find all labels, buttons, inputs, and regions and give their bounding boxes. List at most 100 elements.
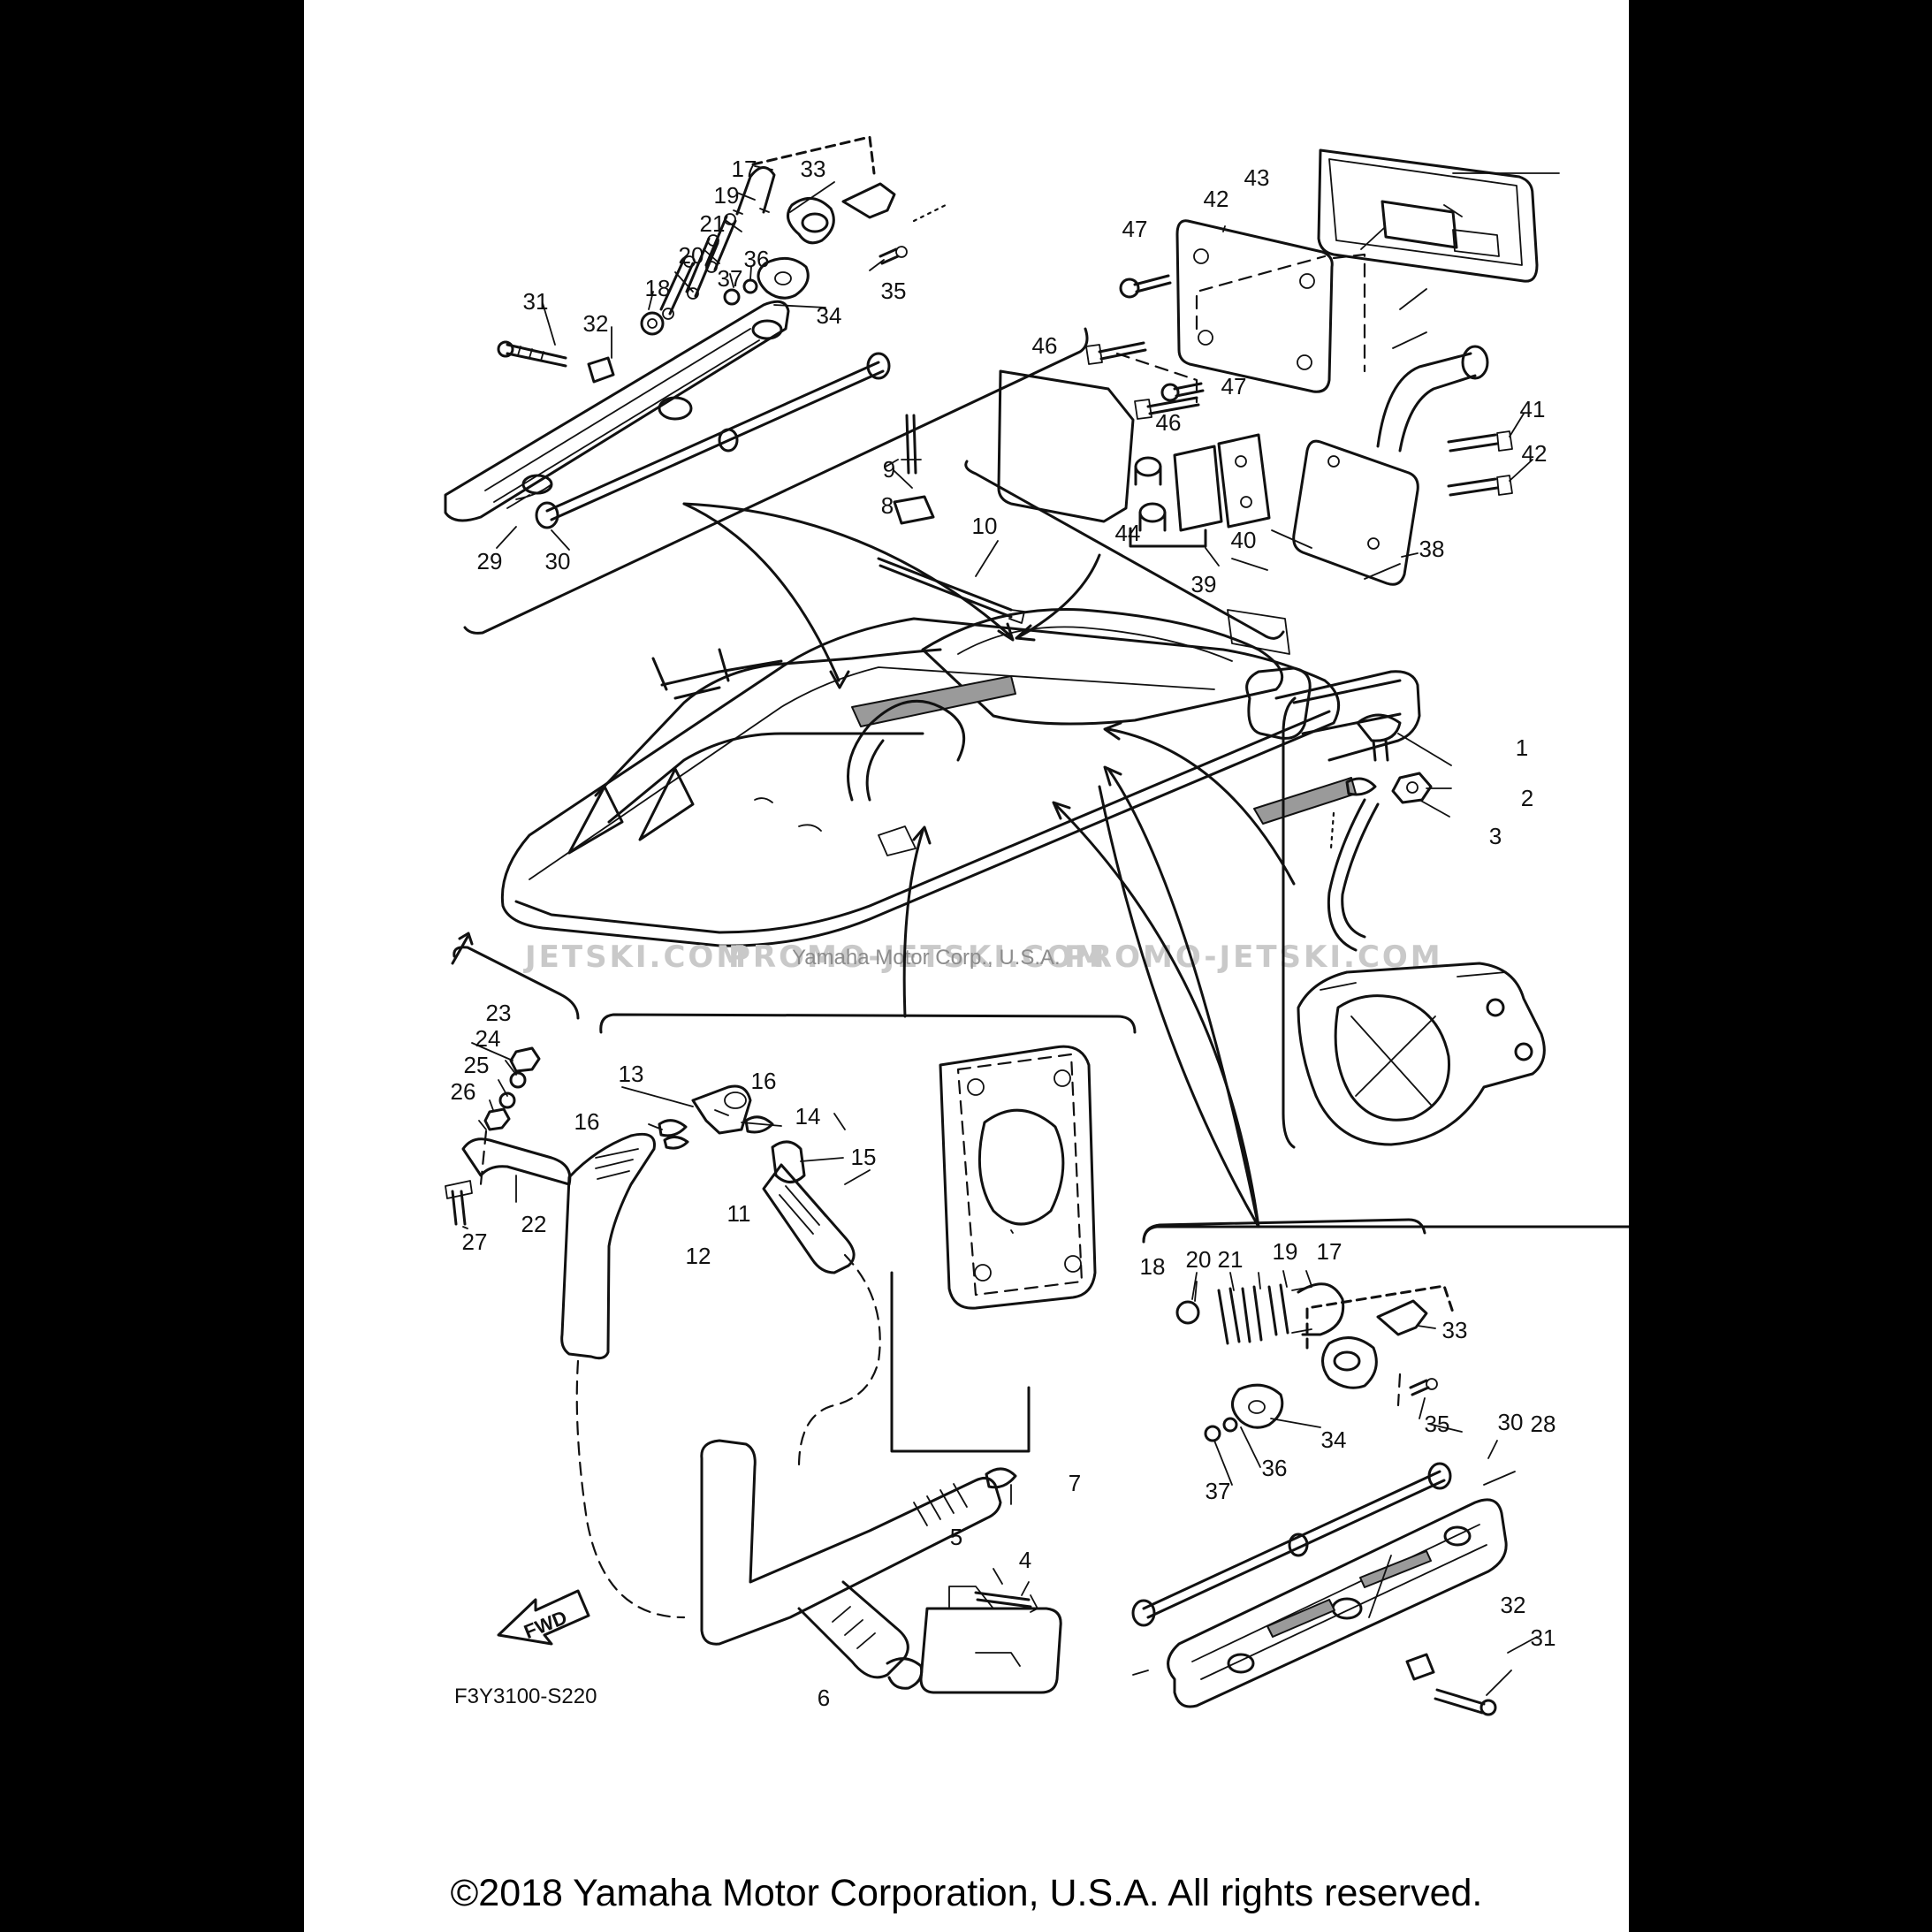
arrow-to-hull-b: [682, 502, 1013, 638]
nut-2: [1391, 772, 1433, 804]
callout-17-top: 17: [732, 156, 757, 182]
group-bracket-bottom-right: [1142, 1225, 1629, 1244]
nut-37-left: [723, 288, 741, 306]
callout-34-right: 34: [1321, 1426, 1347, 1453]
callout-44-label: 43: [1244, 164, 1270, 191]
callout-21-right: 21: [1218, 1246, 1244, 1273]
group-bracket-left-bottom: [453, 946, 580, 1020]
clamp-16-lower: [663, 1136, 689, 1150]
deck-top: [594, 648, 942, 797]
group-bracket-top-left: [463, 327, 1089, 635]
callout-labels: 17 19 21 20 18 31 32 33 36 37 34 35 29 3…: [451, 156, 1556, 1711]
connector-arrows: [451, 502, 1296, 1228]
arrow-to-hull-c: [1018, 553, 1101, 638]
callout-22: 22: [521, 1211, 547, 1237]
callout-11: 11: [727, 1200, 751, 1227]
callout-5: 5: [950, 1524, 962, 1550]
cover-5: [919, 1607, 1062, 1694]
arrow-right-group-3: [1098, 785, 1260, 1228]
flange-right: [1321, 1336, 1378, 1389]
hose-pump: [1327, 798, 1380, 952]
washer-25: [498, 1092, 516, 1109]
eye-bracket-22: [461, 1137, 572, 1186]
callout-17-right: 17: [1317, 1238, 1343, 1265]
arrow-pump-to-hull: [1107, 727, 1296, 886]
washer-24: [509, 1071, 527, 1089]
arrow-right-group-2: [1107, 767, 1260, 1228]
eye-bracket-group: [445, 946, 580, 1226]
pump-nozzle-group: [1282, 696, 1546, 1149]
collar-32-left: [587, 356, 615, 384]
lid-44: [1317, 148, 1539, 283]
callout-31-top: 31: [523, 288, 549, 315]
clamp-3: [1345, 777, 1377, 796]
callout-18-right: 18: [1140, 1253, 1166, 1280]
callout-45: 44: [1115, 520, 1141, 546]
callout-12: 12: [686, 1243, 711, 1269]
fastener-parts-8-9-10: [877, 414, 1025, 624]
pump-housing: [1297, 962, 1546, 1146]
callout-10: 10: [972, 513, 998, 539]
hose-12: [560, 1132, 656, 1360]
callout-47-top: 47: [1122, 216, 1148, 242]
bracket-33-dashed: [751, 135, 876, 175]
grab-rod-right: [1142, 1470, 1446, 1619]
exploded-parts-diagram: JETSKI.COM PROMO-JETSKI.COM PROMO-JETSKI…: [444, 135, 1629, 1716]
fwd-arrow: [497, 1589, 590, 1646]
studs-39: [1173, 445, 1223, 532]
tie-10: [877, 557, 1013, 619]
hood-vents: [567, 767, 695, 855]
callout-28: 28: [1531, 1411, 1556, 1437]
plate-43: [1175, 219, 1334, 393]
callout-38: 38: [1419, 536, 1445, 562]
callout-37-top: 37: [718, 265, 743, 292]
grab-bar-left: [444, 300, 790, 522]
plates-right: [1217, 1283, 1289, 1345]
callout-15: 15: [851, 1144, 877, 1170]
callout-23: 23: [486, 1000, 512, 1026]
callout-14: 14: [795, 1103, 821, 1130]
callout-33-right: 33: [1442, 1317, 1468, 1343]
callout-21-top: 21: [700, 210, 726, 237]
arrow-right-group-1: [1053, 802, 1260, 1228]
rivet-4: [974, 1591, 1032, 1609]
copyright-notice: ©2018 Yamaha Motor Corporation, U.S.A. A…: [450, 1872, 1483, 1914]
callout-27: 27: [462, 1228, 488, 1255]
screw-47-top: [1133, 274, 1172, 293]
grab-bar-on-hull-left: [851, 675, 1016, 727]
handle-38: [1292, 439, 1419, 586]
callout-4: 4: [1019, 1547, 1031, 1573]
callout-43: 42: [1204, 186, 1229, 212]
clamp-16-upper: [744, 1115, 774, 1134]
callout-47-bottom: 47: [1221, 373, 1247, 399]
callout-35-top: 35: [881, 278, 907, 304]
callout-9: 9: [883, 456, 895, 483]
hull-outline: [500, 617, 1341, 947]
gasket-34-left: [757, 256, 810, 300]
callout-46-b: 46: [1156, 409, 1182, 436]
watercraft-hull: [500, 608, 1421, 947]
leader-box: [890, 1271, 1031, 1453]
fwd-indicator: FWD: [497, 1589, 590, 1646]
arrow-hose-to-hull: [902, 829, 924, 1018]
diagram-sheet: JETSKI.COM PROMO-JETSKI.COM PROMO-JETSKI…: [304, 0, 1629, 1932]
bolt-31-left: [506, 343, 567, 368]
bolt-41: [1447, 433, 1499, 453]
callout-16-left: 16: [574, 1108, 600, 1135]
callout-33-top: 33: [801, 156, 826, 182]
bolt-46-b: [1146, 396, 1200, 415]
watermark-row: JETSKI.COM PROMO-JETSKI.COM PROMO-JETSKI…: [523, 939, 1441, 975]
callout-41: 41: [1520, 396, 1546, 422]
storage-handle-group: [964, 148, 1539, 640]
callout-20-top: 20: [679, 242, 704, 269]
grab-rod-left: [545, 361, 885, 521]
bolt-1: [1356, 713, 1402, 742]
callout-46-a: 46: [1032, 332, 1058, 359]
grab-bar-left-group: [444, 135, 1089, 635]
callout-18-top: 18: [645, 275, 671, 301]
group-bracket-right: [1282, 696, 1297, 1149]
grab-bar-right: [1167, 1498, 1508, 1708]
group-bracket-bottom: [599, 1013, 1137, 1034]
hose-assembly-group: [560, 1013, 1137, 1694]
callout-16-right: 16: [751, 1068, 777, 1094]
